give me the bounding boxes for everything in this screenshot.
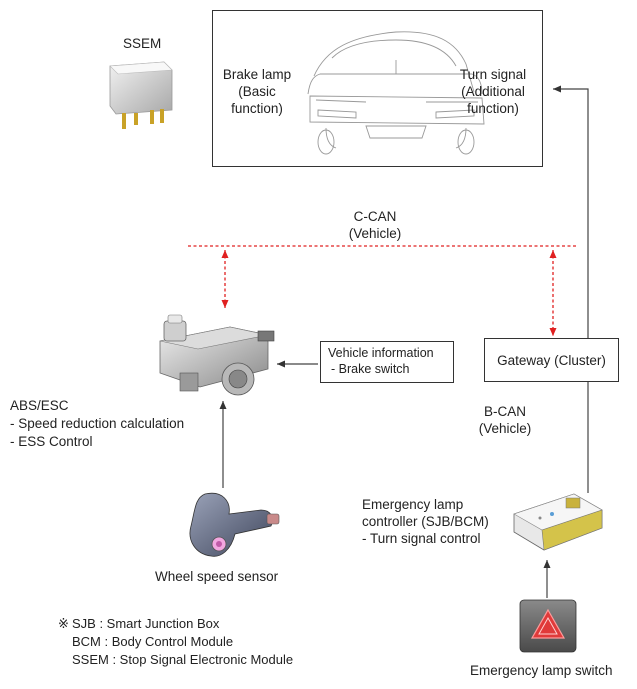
emergency-controller-title: Emergency lamp [362,497,464,512]
c-can-label: C-CAN [353,209,397,224]
ssem-module-image [109,61,173,129]
turn-signal-label-2: (Additional [461,84,525,99]
vehicle-rear-box [212,10,543,167]
wheel-speed-sensor-label: Wheel speed sensor [155,569,279,584]
b-can-label: B-CAN [483,404,526,419]
brake-lamp-label-2: (Basic [238,84,276,99]
turn-signal-label-1: Turn signal [459,67,527,82]
gateway-box [484,338,619,382]
emergency-controller-subtitle: controller (SJB/BCM) [362,514,489,529]
brake-switch-label: - Brake switch [331,362,410,376]
abs-esc-title: ABS/ESC [10,398,69,413]
vehicle-rear-image [307,31,485,155]
abs-esc-module-image [159,314,275,396]
b-can-sublabel: (Vehicle) [478,421,532,436]
wheel-speed-sensor-image [189,492,280,557]
legend-bcm: BCM : Body Control Module [72,634,234,649]
gateway-to-vehicle-line [553,85,589,338]
vehicle-info-label: Vehicle information [328,346,434,360]
sjb-bcm-module-image [513,493,603,551]
turn-signal-label-3: function) [467,101,519,116]
brake-lamp-label-1: Brake lamp [222,67,292,82]
c-can-sublabel: (Vehicle) [348,226,402,241]
emergency-lamp-switch-image [519,599,577,653]
turn-signal-control-label: - Turn signal control [362,531,481,546]
emergency-lamp-switch-label: Emergency lamp switch [470,663,613,678]
hazard-triangle-icon [530,608,566,639]
vehicle-info-box [320,341,454,383]
brake-lamp-label-3: function) [231,101,283,116]
legend-symbol: ※ [58,616,69,631]
speed-reduction-label: - Speed reduction calculation [10,416,185,431]
gateway-label: Gateway (Cluster) [497,353,606,368]
legend-sjb: SJB : Smart Junction Box [72,616,220,631]
ssem-title: SSEM [123,36,162,51]
legend-ssem: SSEM : Stop Signal Electronic Module [72,652,294,667]
ess-control-label: - ESS Control [10,434,93,449]
